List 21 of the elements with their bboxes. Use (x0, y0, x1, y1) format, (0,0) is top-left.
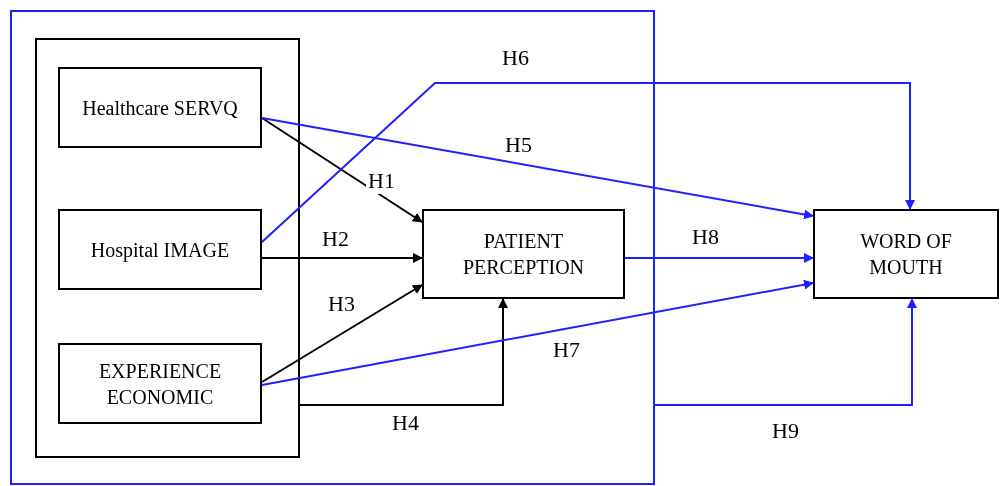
group-frame (35, 38, 300, 458)
arrow (261, 117, 423, 223)
construct-label: WORD OF MOUTH (859, 229, 953, 280)
construct-box (58, 67, 262, 148)
arrow (624, 253, 814, 263)
arrow (261, 279, 814, 386)
construct-box (422, 209, 625, 299)
group-frame (10, 10, 655, 485)
construct-label: EXPERIENCE ECONOMIC (97, 358, 223, 410)
construct-box (58, 343, 262, 424)
construct-box (813, 209, 999, 299)
arrow (261, 253, 423, 263)
construct-label: Hospital IMAGE (89, 237, 231, 263)
construct-label: PATIENT PERCEPTION (461, 229, 586, 280)
construct-label: Healthcare SERVQ (81, 95, 239, 121)
arrow (261, 284, 423, 383)
arrow (299, 298, 508, 406)
arrow (261, 117, 814, 220)
construct-box (58, 209, 262, 290)
arrow (261, 82, 915, 243)
arrow (654, 298, 917, 406)
